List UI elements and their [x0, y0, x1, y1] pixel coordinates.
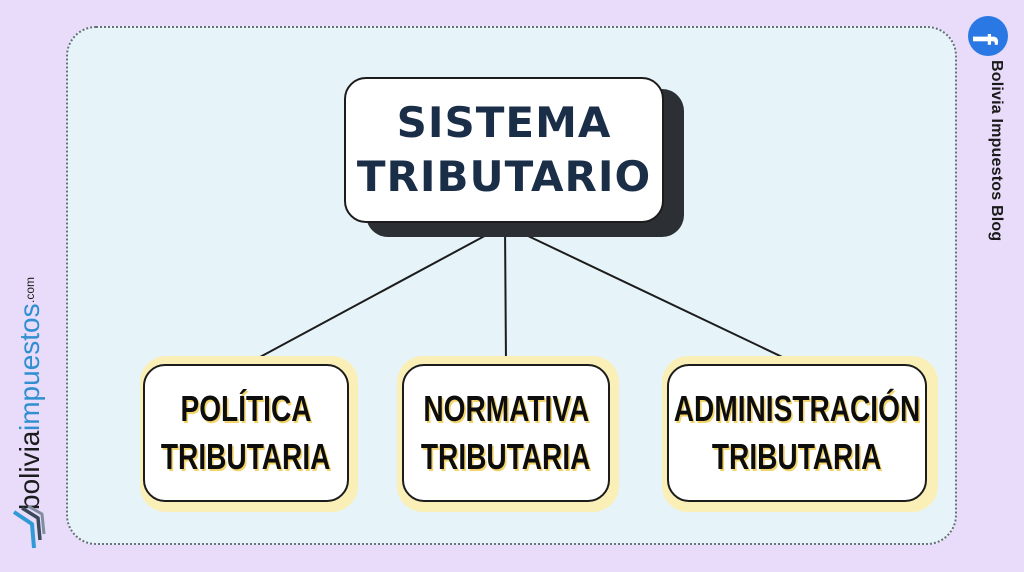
- facebook-icon: f: [966, 16, 1008, 56]
- facebook-link[interactable]: f: [966, 16, 1008, 56]
- child-node-administracion-tributaria: ADMINISTRACIÓN TRIBUTARIA: [667, 364, 927, 502]
- logo-part-impuestos: impuestos: [14, 302, 45, 431]
- logo-part-com: .com: [23, 276, 37, 303]
- child-line2: TRIBUTARIA: [161, 436, 331, 477]
- edge-administracion: [504, 224, 798, 365]
- root-node-sistema-tributario: SISTEMA TRIBUTARIO: [344, 77, 664, 223]
- root-line1: SISTEMA: [396, 98, 612, 147]
- child-node-normativa-tributaria: NORMATIVA TRIBUTARIA: [402, 364, 610, 502]
- blog-label: Bolivia Impuestos Blog: [988, 60, 1005, 242]
- edge-politica: [246, 224, 506, 365]
- child-line1: POLÍTICA: [180, 388, 312, 429]
- child-node-politica-tributaria: POLÍTICA TRIBUTARIA: [143, 364, 349, 502]
- logo-part-bolivia: bolivia: [14, 430, 45, 510]
- edge-normativa: [504, 224, 507, 365]
- child-line2: TRIBUTARIA: [421, 436, 591, 477]
- book-logo-icon: [12, 504, 46, 549]
- child-line1: ADMINISTRACIÓN: [673, 388, 921, 429]
- root-line2: TRIBUTARIO: [356, 152, 652, 201]
- child-line1: NORMATIVA: [423, 388, 589, 429]
- child-line2: TRIBUTARIA: [712, 436, 882, 477]
